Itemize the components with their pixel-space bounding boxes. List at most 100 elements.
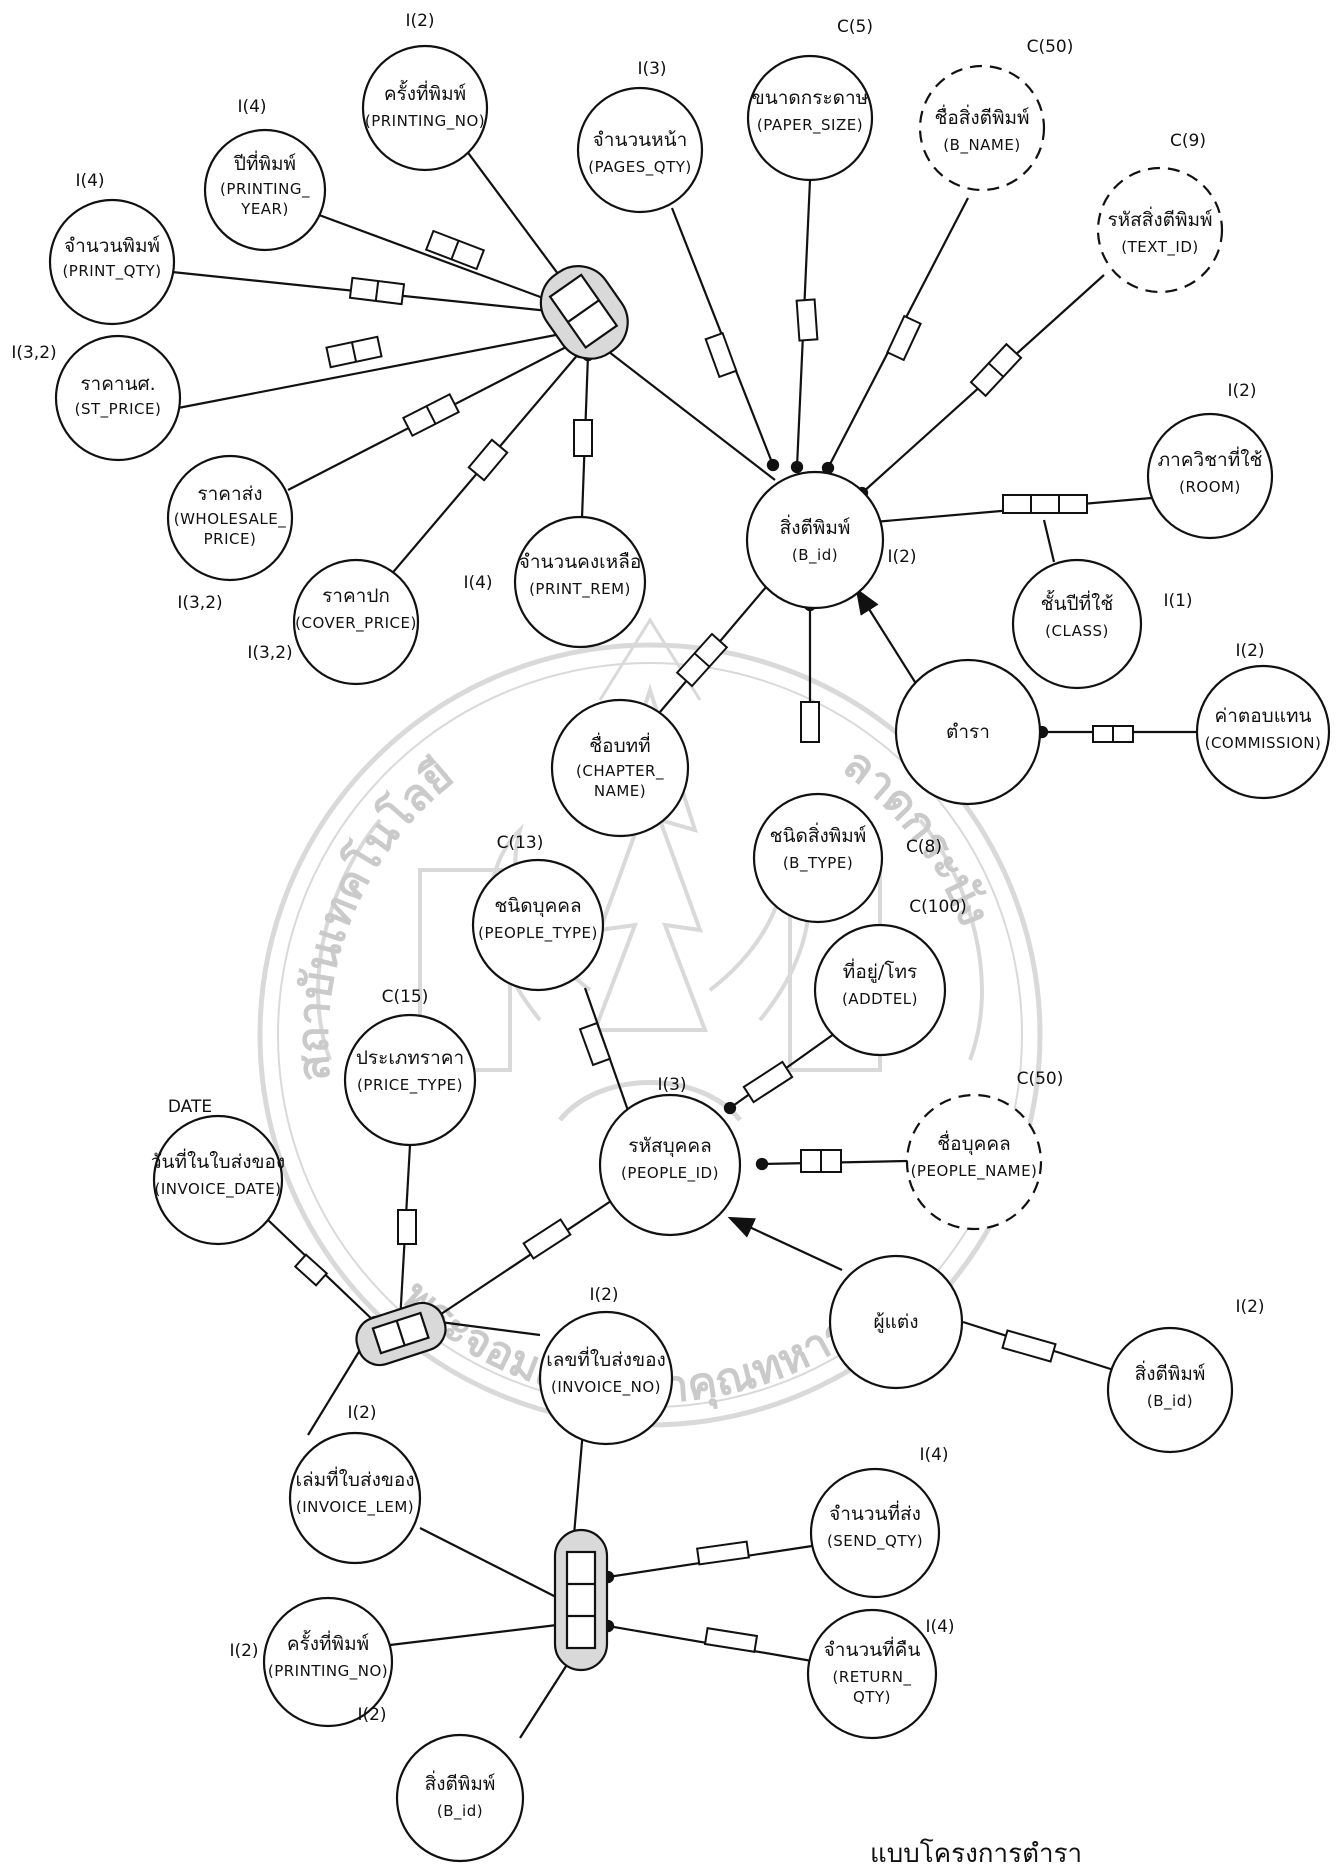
node-b-type: ชนิดสิ่งพิมพ์ (B_TYPE) C(8) — [752, 792, 942, 924]
svg-text:ประเภทราคา: ประเภทราคา — [356, 1047, 464, 1069]
svg-text:I(2): I(2) — [229, 1641, 258, 1661]
svg-text:(CLASS): (CLASS) — [1045, 622, 1109, 640]
node-chapter-name: ชื่อบทที่ (CHAPTER_ NAME) — [550, 698, 690, 838]
node-room: ภาควิชาที่ใช้ (ROOM) I(2) — [1146, 381, 1274, 540]
node-b-id-author: สิ่งตีพิมพ์ (B_id) I(2) — [1106, 1297, 1265, 1454]
svg-text:I(3,2): I(3,2) — [247, 643, 292, 663]
svg-text:ราคาปก: ราคาปก — [322, 585, 390, 607]
svg-text:(PEOPLE_TYPE): (PEOPLE_TYPE) — [478, 924, 598, 943]
svg-text:ผู้แต่ง: ผู้แต่ง — [874, 1311, 919, 1333]
svg-text:(PRINTING_NO): (PRINTING_NO) — [268, 1662, 388, 1681]
svg-text:ครั้งที่พิมพ์: ครั้งที่พิมพ์ — [384, 80, 466, 105]
node-printing-no-top: ครั้งที่พิมพ์ (PRINTING_NO) I(2) — [361, 11, 489, 172]
svg-text:จำนวนที่คืน: จำนวนที่คืน — [824, 1636, 921, 1661]
node-text-id: รหัสสิ่งตีพิมพ์ (TEXT_ID) C(9) — [1096, 131, 1224, 294]
node-b-name: ชื่อสิ่งตีพิมพ์ (B_NAME) C(50) — [918, 37, 1074, 192]
svg-text:จำนวนหน้า: จำนวนหน้า — [593, 129, 688, 151]
node-people-id: รหัสบุคคล (PEOPLE_ID) I(3) — [598, 1075, 742, 1237]
svg-text:I(4): I(4) — [75, 171, 104, 191]
node-send-qty: จำนวนที่ส่ง (SEND_QTY) I(4) — [809, 1445, 949, 1599]
node-invoice-date: วันที่ในใบส่งของ (INVOICE_DATE) DATE — [151, 1097, 285, 1246]
node-textbook-entity: ตำรา — [894, 658, 1042, 806]
node-st-price: ราคานศ. (ST_PRICE) I(3,2) — [11, 334, 182, 462]
svg-text:วันที่ในใบส่งของ: วันที่ในใบส่งของ — [151, 1148, 285, 1173]
svg-text:C(100): C(100) — [909, 897, 967, 917]
node-price-type: ประเภทราคา (PRICE_TYPE) C(15) — [343, 987, 477, 1147]
svg-text:(RETURN_: (RETURN_ — [832, 1668, 911, 1687]
svg-text:ภาควิชาที่ใช้: ภาควิชาที่ใช้ — [1158, 446, 1263, 471]
svg-text:ชั้นปีที่ใช้: ชั้นปีที่ใช้ — [1041, 590, 1114, 615]
svg-text:C(8): C(8) — [906, 837, 942, 857]
svg-text:(PRINTING_: (PRINTING_ — [220, 180, 310, 199]
svg-text:I(2): I(2) — [405, 11, 434, 31]
node-cover-price: ราคาปก (COVER_PRICE) I(3,2) — [247, 558, 420, 686]
svg-text:ราคาส่ง: ราคาส่ง — [197, 483, 262, 505]
node-printing-no-bottom: ครั้งที่พิมพ์ (PRINTING_NO) I(2) — [229, 1596, 394, 1728]
svg-text:รหัสบุคคล: รหัสบุคคล — [628, 1135, 711, 1158]
svg-text:I(2): I(2) — [887, 547, 916, 567]
node-author-entity: ผู้แต่ง — [828, 1254, 964, 1390]
svg-text:I(2): I(2) — [1235, 1297, 1264, 1317]
svg-text:สิ่งตีพิมพ์: สิ่งตีพิมพ์ — [425, 1770, 496, 1795]
svg-text:(INVOICE_NO): (INVOICE_NO) — [551, 1378, 661, 1397]
svg-text:(PAGES_QTY): (PAGES_QTY) — [588, 158, 692, 177]
svg-text:DATE: DATE — [168, 1097, 212, 1117]
svg-text:ที่อยู่/โทร: ที่อยู่/โทร — [843, 958, 917, 983]
node-pages-qty: จำนวนหน้า (PAGES_QTY) I(3) — [576, 59, 704, 214]
svg-text:(TEXT_ID): (TEXT_ID) — [1121, 238, 1199, 257]
svg-text:ตำรา: ตำรา — [946, 721, 990, 743]
node-wholesale-price: ราคาส่ง (WHOLESALE_ PRICE) I(3,2) — [166, 454, 294, 613]
svg-text:เลขที่ใบส่งของ: เลขที่ใบส่งของ — [546, 1346, 666, 1371]
svg-text:(INVOICE_LEM): (INVOICE_LEM) — [296, 1498, 414, 1517]
node-commission: ค่าตอบแทน (COMMISSION) I(2) — [1195, 641, 1331, 800]
svg-text:(COMMISSION): (COMMISSION) — [1205, 734, 1322, 752]
svg-text:I(4): I(4) — [925, 1617, 954, 1637]
svg-text:(PRINT_QTY): (PRINT_QTY) — [62, 262, 161, 281]
cardinality-markers — [293, 229, 1134, 1653]
svg-text:จำนวนที่ส่ง: จำนวนที่ส่ง — [829, 1500, 921, 1525]
svg-text:I(2): I(2) — [1227, 381, 1256, 401]
svg-text:C(5): C(5) — [837, 17, 873, 37]
svg-text:I(3,2): I(3,2) — [177, 593, 222, 613]
svg-text:สิ่งตีพิมพ์: สิ่งตีพิมพ์ — [780, 514, 851, 539]
svg-text:(WHOLESALE_: (WHOLESALE_ — [174, 510, 287, 529]
node-b-id-main: สิ่งตีพิมพ์ (B_id) I(2) — [745, 470, 917, 610]
node-return-qty: จำนวนที่คืน (RETURN_ QTY) I(4) — [806, 1608, 955, 1740]
svg-text:(PEOPLE_NAME): (PEOPLE_NAME) — [911, 1162, 1038, 1181]
svg-text:QTY): QTY) — [853, 1688, 891, 1706]
svg-text:YEAR): YEAR) — [240, 200, 289, 218]
svg-text:C(13): C(13) — [497, 833, 544, 853]
node-people-type: ชนิดบุคคล (PEOPLE_TYPE) C(13) — [471, 833, 605, 992]
svg-text:(PRINTING_NO): (PRINTING_NO) — [365, 112, 485, 131]
svg-text:(COVER_PRICE): (COVER_PRICE) — [295, 614, 417, 633]
node-print-rem: จำนวนคงเหลือ (PRINT_REM) I(4) — [463, 515, 647, 649]
svg-text:I(2): I(2) — [347, 1403, 376, 1423]
svg-text:(ADDTEL): (ADDTEL) — [842, 990, 918, 1008]
svg-text:PRICE): PRICE) — [204, 530, 257, 548]
node-b-id-bottom: สิ่งตีพิมพ์ (B_id) I(2) — [357, 1705, 525, 1863]
diagram-title: แบบโครงการตำรา — [870, 1838, 1082, 1868]
svg-text:I(4): I(4) — [463, 573, 492, 593]
node-class: ชั้นปีที่ใช้ (CLASS) I(1) — [1011, 558, 1193, 690]
svg-text:I(2): I(2) — [589, 1285, 618, 1305]
svg-text:จำนวนคงเหลือ: จำนวนคงเหลือ — [519, 551, 642, 573]
svg-text:(B_id): (B_id) — [1147, 1392, 1193, 1411]
svg-text:(SEND_QTY): (SEND_QTY) — [827, 1532, 923, 1551]
svg-text:C(50): C(50) — [1017, 1069, 1064, 1089]
svg-text:ราคานศ.: ราคานศ. — [80, 373, 155, 395]
svg-text:ครั้งที่พิมพ์: ครั้งที่พิมพ์ — [287, 1630, 369, 1655]
svg-text:ชื่อสิ่งตีพิมพ์: ชื่อสิ่งตีพิมพ์ — [934, 104, 1029, 129]
svg-text:จำนวนพิมพ์: จำนวนพิมพ์ — [64, 235, 160, 257]
svg-text:(B_NAME): (B_NAME) — [943, 136, 1020, 155]
svg-text:C(50): C(50) — [1027, 37, 1074, 57]
svg-text:(PRICE_TYPE): (PRICE_TYPE) — [357, 1076, 463, 1095]
node-print-qty: จำนวนพิมพ์ (PRINT_QTY) I(4) — [48, 171, 176, 326]
svg-text:I(3): I(3) — [637, 59, 666, 79]
node-printing-year: ปีที่พิมพ์ (PRINTING_ YEAR) I(4) — [203, 97, 327, 252]
svg-text:(PRINT_REM): (PRINT_REM) — [529, 580, 631, 599]
svg-text:C(9): C(9) — [1170, 131, 1206, 151]
svg-text:ชื่อบทที่: ชื่อบทที่ — [589, 732, 650, 757]
node-paper-size: ขนาดกระดาษ (PAPER_SIZE) C(5) — [746, 17, 874, 182]
svg-text:I(2): I(2) — [1235, 641, 1264, 661]
